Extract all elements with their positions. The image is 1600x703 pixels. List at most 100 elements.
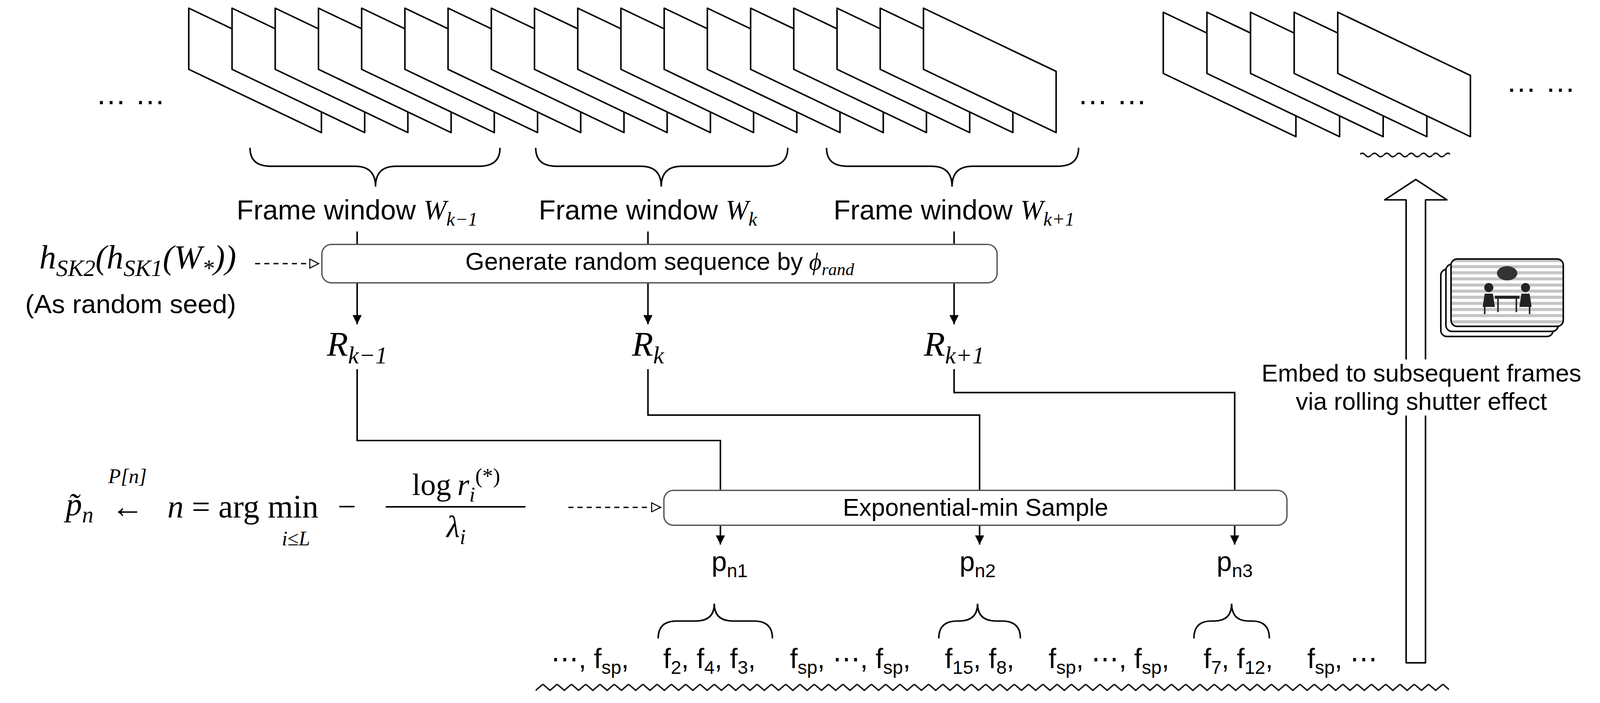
sequence-label: k	[653, 342, 664, 369]
dashed-arrow	[568, 506, 662, 509]
box-label: rand	[821, 259, 855, 279]
ellipsis: … …	[1505, 64, 1576, 100]
frame-stack	[1163, 12, 1471, 137]
window-label: W	[423, 194, 447, 226]
zigzag-line	[535, 681, 1449, 695]
frame-sequence: 12	[1244, 657, 1266, 679]
frame-sequence: , ⋯	[1334, 643, 1378, 675]
dashed-arrow	[254, 262, 320, 265]
sequence-label: R	[631, 324, 654, 364]
seed-formula: (W	[162, 238, 202, 276]
window-label: Frame windowWk	[538, 194, 757, 231]
position-label: pn1	[711, 546, 748, 582]
formula: P[n]	[108, 465, 147, 488]
frame-sequence: f	[1307, 643, 1315, 675]
formula: λ	[446, 509, 460, 544]
sequence-label: k+1	[945, 342, 985, 369]
seed-formula: ))	[213, 238, 237, 276]
frame-sequence: f	[944, 643, 953, 675]
position-label: p	[959, 546, 975, 578]
frame-sequence: sp	[1141, 657, 1162, 679]
sample-brace	[658, 604, 773, 639]
frame-sequence: sp	[601, 657, 622, 679]
ellipsis: … …	[1077, 76, 1148, 111]
sequence-label: R	[923, 324, 946, 364]
formula: log	[412, 467, 452, 502]
embed-note: Embed to subsequent frames via rolling s…	[1261, 360, 1582, 416]
formula: logri(*)	[412, 467, 501, 502]
frame-icon	[1440, 259, 1564, 338]
frame-sequence: f7, f12,	[1203, 643, 1274, 680]
sequence-label: Rk−1	[326, 324, 388, 364]
position-label: n2	[974, 560, 996, 582]
frame-sequence: , f	[714, 643, 738, 675]
position-label: p	[711, 546, 727, 578]
card-border	[1451, 259, 1564, 327]
frame-stack	[188, 7, 1057, 133]
sequence-label: Rk	[631, 324, 664, 370]
seed-formula: *	[201, 254, 214, 282]
frame-sequence: ,	[1006, 643, 1015, 675]
formula: (*)	[475, 464, 501, 488]
seed-formula: SK2	[56, 254, 96, 282]
frame-sequence: , f	[681, 643, 705, 675]
position-label: pn1	[711, 546, 748, 578]
ellipsis: … …	[1505, 64, 1576, 99]
person-body	[1482, 293, 1495, 308]
position-label: pn2	[959, 546, 996, 582]
position-label: pn3	[1216, 546, 1253, 582]
sequence-label: Rk	[631, 324, 664, 364]
formula: −	[337, 488, 357, 526]
formula: n	[167, 488, 184, 525]
formula: r	[457, 467, 470, 502]
process-box: Generate random sequence byϕrand	[321, 243, 998, 284]
embed-note: Embed to subsequent frames via rolling s…	[1253, 359, 1590, 416]
ellipsis: … …	[95, 76, 166, 111]
frame-sequence: f	[663, 643, 671, 675]
seed-formula: hSK2(hSK1(W*))	[39, 238, 237, 276]
window-brace	[826, 148, 1079, 187]
window-label: k	[748, 208, 757, 230]
formula: n= arg min	[167, 488, 319, 525]
formula: i≤L	[281, 527, 311, 551]
frame-sequence: 3	[737, 657, 749, 679]
dashed-arrow	[254, 263, 662, 508]
frame-sequence: ,	[748, 643, 756, 675]
frame-sequence: f	[1048, 643, 1057, 675]
frame-sequence: ⋯, fsp,	[551, 643, 629, 680]
formula: p̃	[65, 486, 83, 523]
window-label: Frame windowWk−1	[236, 194, 478, 231]
position-label: pn2	[959, 546, 996, 578]
frame-sequence: 15	[952, 657, 974, 679]
frame-sequence: sp	[883, 657, 904, 679]
window-label: k+1	[1043, 208, 1075, 230]
frame-sequence: , ⋯, f	[817, 643, 884, 675]
fraction-bar	[385, 506, 526, 508]
formula: n	[82, 502, 94, 528]
window-label: Frame windowWk	[538, 194, 757, 226]
formula: P[n]	[108, 465, 147, 488]
frame-sequence: ,	[621, 643, 629, 675]
frame-sequence: , f	[1221, 643, 1245, 675]
card	[1451, 259, 1564, 327]
position-label: n1	[726, 560, 748, 582]
position-label: p	[1216, 546, 1232, 578]
ellipsis: … …	[1077, 76, 1148, 112]
video-frame	[923, 7, 1057, 133]
box-label: ϕ	[809, 248, 822, 276]
formula: logri(*)	[412, 463, 501, 508]
seed-note: (As random seed)	[25, 289, 236, 320]
formula: n= arg min	[167, 488, 319, 526]
ellipsis: … …	[95, 76, 166, 111]
frame-sequence: ,	[1265, 643, 1274, 675]
frame-sequence: sp	[797, 657, 818, 679]
sequence-label: R	[326, 324, 349, 364]
frame-sequence: 4	[704, 657, 715, 679]
process-box: Exponential-min Sample	[663, 490, 1288, 527]
ellipsis: … …	[1077, 76, 1148, 111]
sample-brace	[938, 604, 1021, 639]
frame-sequence: fsp, ⋯, fsp,	[790, 643, 911, 680]
formula: p̃n	[65, 486, 94, 523]
window-label: W	[1020, 194, 1044, 226]
window-brace	[250, 148, 1079, 187]
